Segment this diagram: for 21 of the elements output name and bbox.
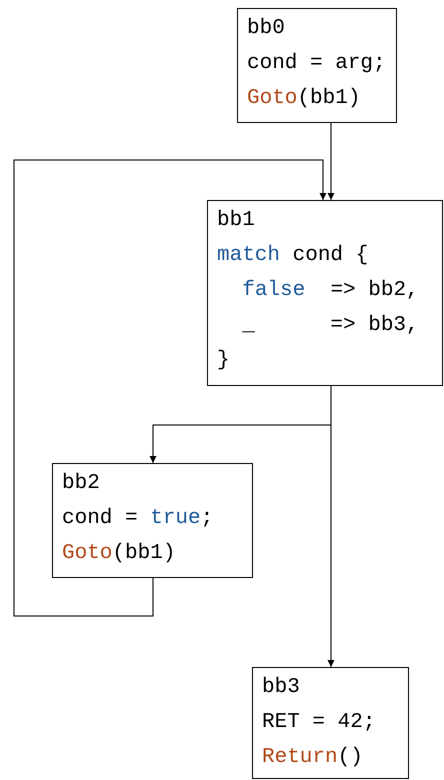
code-line: cond = arg; <box>247 51 387 77</box>
code-line: match cond { <box>217 243 370 269</box>
block-label: bb0 <box>247 16 286 42</box>
block-label: bb2 <box>62 471 101 497</box>
code-block <box>237 8 397 123</box>
code-line: _ => bb3, <box>241 313 420 339</box>
block-label: bb1 <box>217 208 256 234</box>
arrow <box>328 386 334 668</box>
code-line: } <box>217 348 231 374</box>
arrow <box>14 160 326 616</box>
code-block <box>252 667 409 779</box>
code-line: Goto(bb1) <box>62 541 176 567</box>
block-label: bb3 <box>262 675 301 701</box>
code-block <box>207 200 443 386</box>
code-line: RET = 42; <box>262 710 376 736</box>
code-line: Return() <box>262 745 364 771</box>
code-line: Goto(bb1) <box>247 86 362 112</box>
arrow <box>328 122 334 200</box>
code-block <box>52 463 253 578</box>
code-line: cond = true; <box>62 506 214 532</box>
code-line: false => bb2, <box>241 278 420 304</box>
